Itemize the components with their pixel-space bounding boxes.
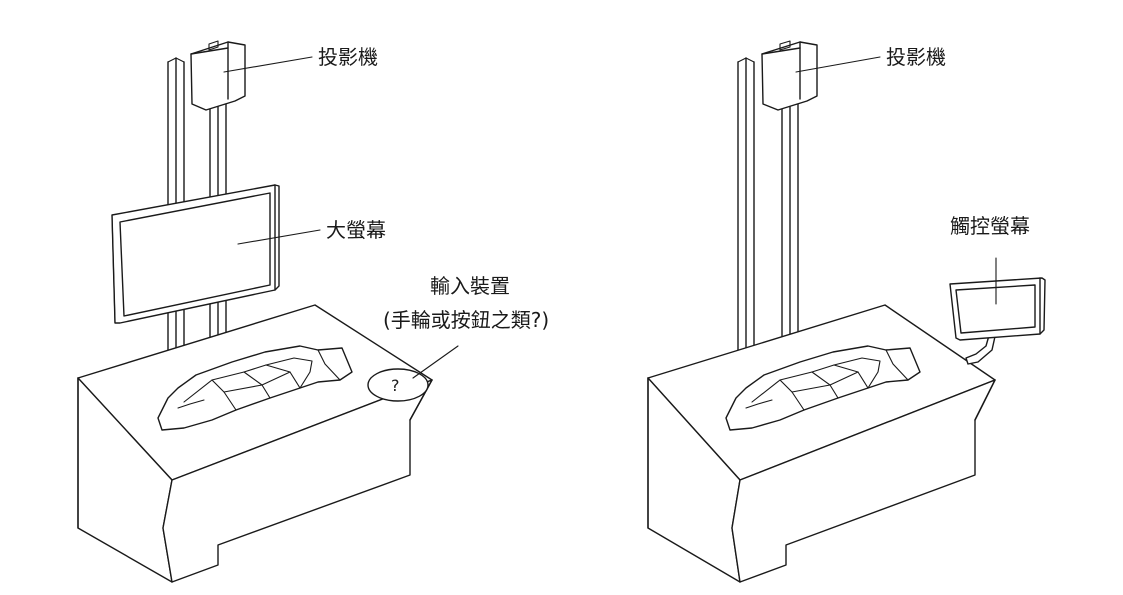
right-artifact xyxy=(725,345,921,431)
touchscreen[interactable] xyxy=(949,277,1046,341)
input-label-line1: 輸入裝置 xyxy=(430,274,510,298)
right-projector xyxy=(761,40,818,111)
projector-label-right: 投影機 xyxy=(886,45,946,69)
left-artifact xyxy=(157,345,353,431)
left-setup: 投影機 大螢幕 xyxy=(77,40,549,583)
touchscreen-label: 觸控螢幕 xyxy=(950,214,1030,238)
right-desk xyxy=(647,304,996,583)
projector-leader-line-right xyxy=(795,56,881,73)
projector-label-left: 投影機 xyxy=(318,45,378,69)
left-projector xyxy=(190,40,246,111)
right-pole xyxy=(737,57,799,353)
input-leader-line xyxy=(412,345,459,379)
input-device[interactable]: ? xyxy=(367,368,429,402)
input-label-line2: (手輪或按鈕之類?) xyxy=(383,308,549,332)
projector-leader-line-left xyxy=(223,56,313,73)
left-desk xyxy=(77,304,433,583)
right-setup: 投影機 觸控螢幕 xyxy=(647,40,1046,583)
screen-label: 大螢幕 xyxy=(326,218,386,242)
large-screen xyxy=(111,184,280,324)
screen-leader-line xyxy=(237,229,321,245)
input-device-question-mark: ? xyxy=(391,376,400,395)
